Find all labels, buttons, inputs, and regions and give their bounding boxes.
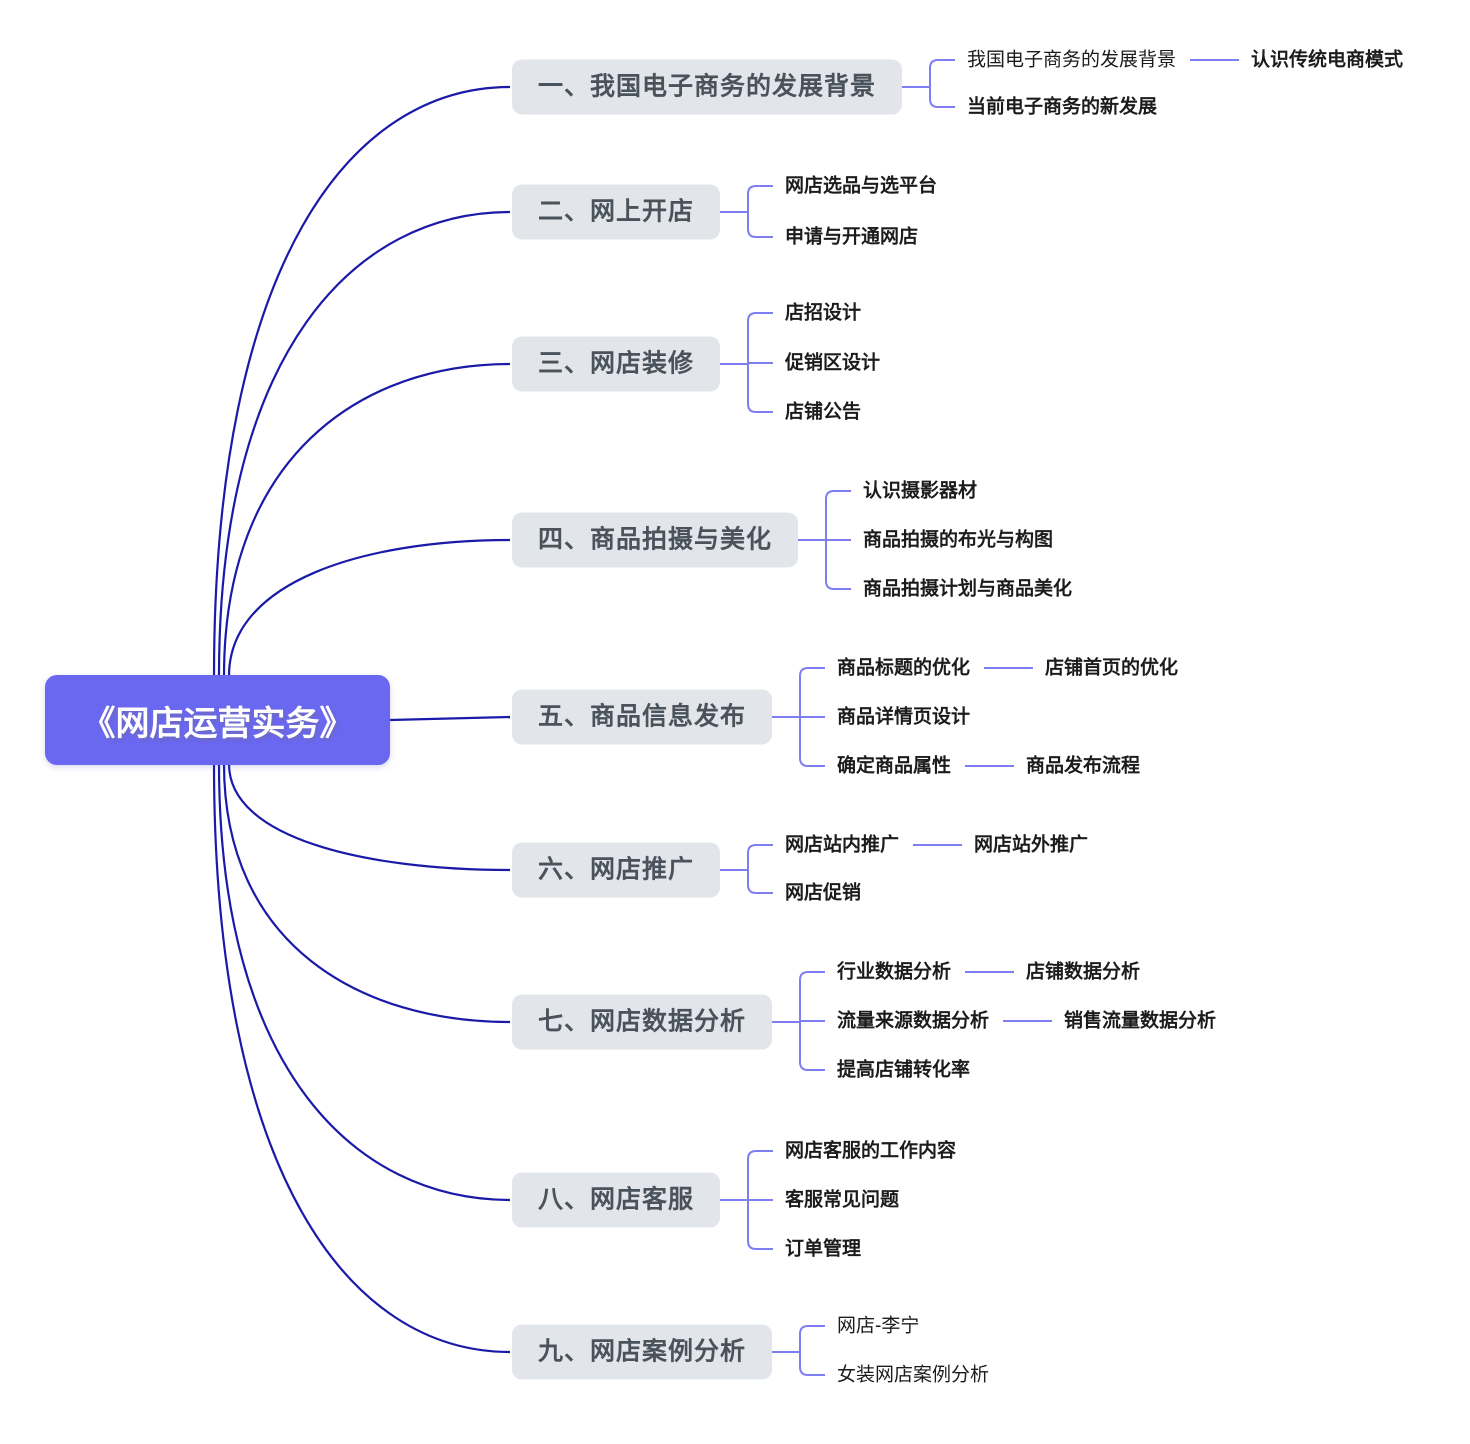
connector-line bbox=[747, 185, 773, 238]
topic-node[interactable]: 网店促销 bbox=[785, 882, 862, 904]
connector-line bbox=[227, 763, 511, 872]
subtopic-node[interactable]: 店铺数据分析 bbox=[1026, 961, 1141, 983]
connector-line bbox=[212, 85, 511, 677]
subtopic-node[interactable]: 店铺首页的优化 bbox=[1045, 657, 1179, 679]
subtopic-node[interactable]: 认识传统电商模式 bbox=[1251, 49, 1404, 71]
connector-line bbox=[222, 763, 511, 1024]
topic-node[interactable]: 女装网店案例分析 bbox=[837, 1364, 990, 1386]
topic-node[interactable]: 当前电子商务的新发展 bbox=[967, 96, 1158, 118]
branch-node[interactable]: 九、网店案例分析 bbox=[512, 1324, 773, 1380]
topic-node[interactable]: 店铺公告 bbox=[785, 401, 862, 423]
branch-node[interactable]: 八、网店客服 bbox=[512, 1172, 721, 1228]
topic-node[interactable]: 商品标题的优化 bbox=[837, 657, 971, 679]
topic-node[interactable]: 网店客服的工作内容 bbox=[785, 1140, 957, 1162]
branch-node[interactable]: 三、网店装修 bbox=[512, 336, 721, 392]
topic-node[interactable]: 商品拍摄的布光与构图 bbox=[863, 529, 1054, 551]
root-node[interactable]: 《网店运营实务》 bbox=[45, 675, 390, 765]
branch-node[interactable]: 二、网上开店 bbox=[512, 184, 721, 240]
connector-line bbox=[799, 1325, 825, 1376]
topic-node[interactable]: 行业数据分析 bbox=[837, 961, 952, 983]
subtopic-node[interactable]: 商品发布流程 bbox=[1026, 755, 1141, 777]
connector-line bbox=[227, 538, 511, 677]
topic-node[interactable]: 网店站内推广 bbox=[785, 834, 900, 856]
connector-line bbox=[217, 210, 511, 677]
branch-node[interactable]: 七、网店数据分析 bbox=[512, 994, 773, 1050]
topic-node[interactable]: 确定商品属性 bbox=[837, 755, 952, 777]
topic-node[interactable]: 我国电子商务的发展背景 bbox=[967, 49, 1177, 71]
branch-node[interactable]: 五、商品信息发布 bbox=[512, 689, 773, 745]
topic-node[interactable]: 商品拍摄计划与商品美化 bbox=[863, 578, 1073, 600]
topic-node[interactable]: 商品详情页设计 bbox=[837, 706, 971, 728]
branch-node[interactable]: 一、我国电子商务的发展背景 bbox=[512, 59, 903, 115]
branch-node[interactable]: 六、网店推广 bbox=[512, 842, 721, 898]
topic-node[interactable]: 提高店铺转化率 bbox=[837, 1059, 971, 1081]
topic-node[interactable]: 订单管理 bbox=[785, 1238, 862, 1260]
connector-line bbox=[929, 59, 955, 108]
subtopic-node[interactable]: 网店站外推广 bbox=[974, 834, 1089, 856]
topic-node[interactable]: 流量来源数据分析 bbox=[837, 1010, 990, 1032]
topic-node[interactable]: 认识摄影器材 bbox=[863, 480, 978, 502]
topic-node[interactable]: 申请与开通网店 bbox=[785, 226, 919, 248]
subtopic-node[interactable]: 销售流量数据分析 bbox=[1064, 1010, 1217, 1032]
connector-line bbox=[212, 763, 511, 1354]
topic-node[interactable]: 客服常见问题 bbox=[785, 1189, 900, 1211]
connector-line bbox=[389, 715, 511, 722]
topic-node[interactable]: 网店-李宁 bbox=[837, 1315, 920, 1337]
connector-line bbox=[747, 844, 773, 894]
connector-line bbox=[217, 763, 511, 1202]
topic-node[interactable]: 店招设计 bbox=[785, 302, 862, 324]
branch-node[interactable]: 四、商品拍摄与美化 bbox=[512, 512, 799, 568]
connector-line bbox=[222, 362, 511, 677]
topic-node[interactable]: 促销区设计 bbox=[785, 352, 881, 374]
topic-node[interactable]: 网店选品与选平台 bbox=[785, 175, 938, 197]
